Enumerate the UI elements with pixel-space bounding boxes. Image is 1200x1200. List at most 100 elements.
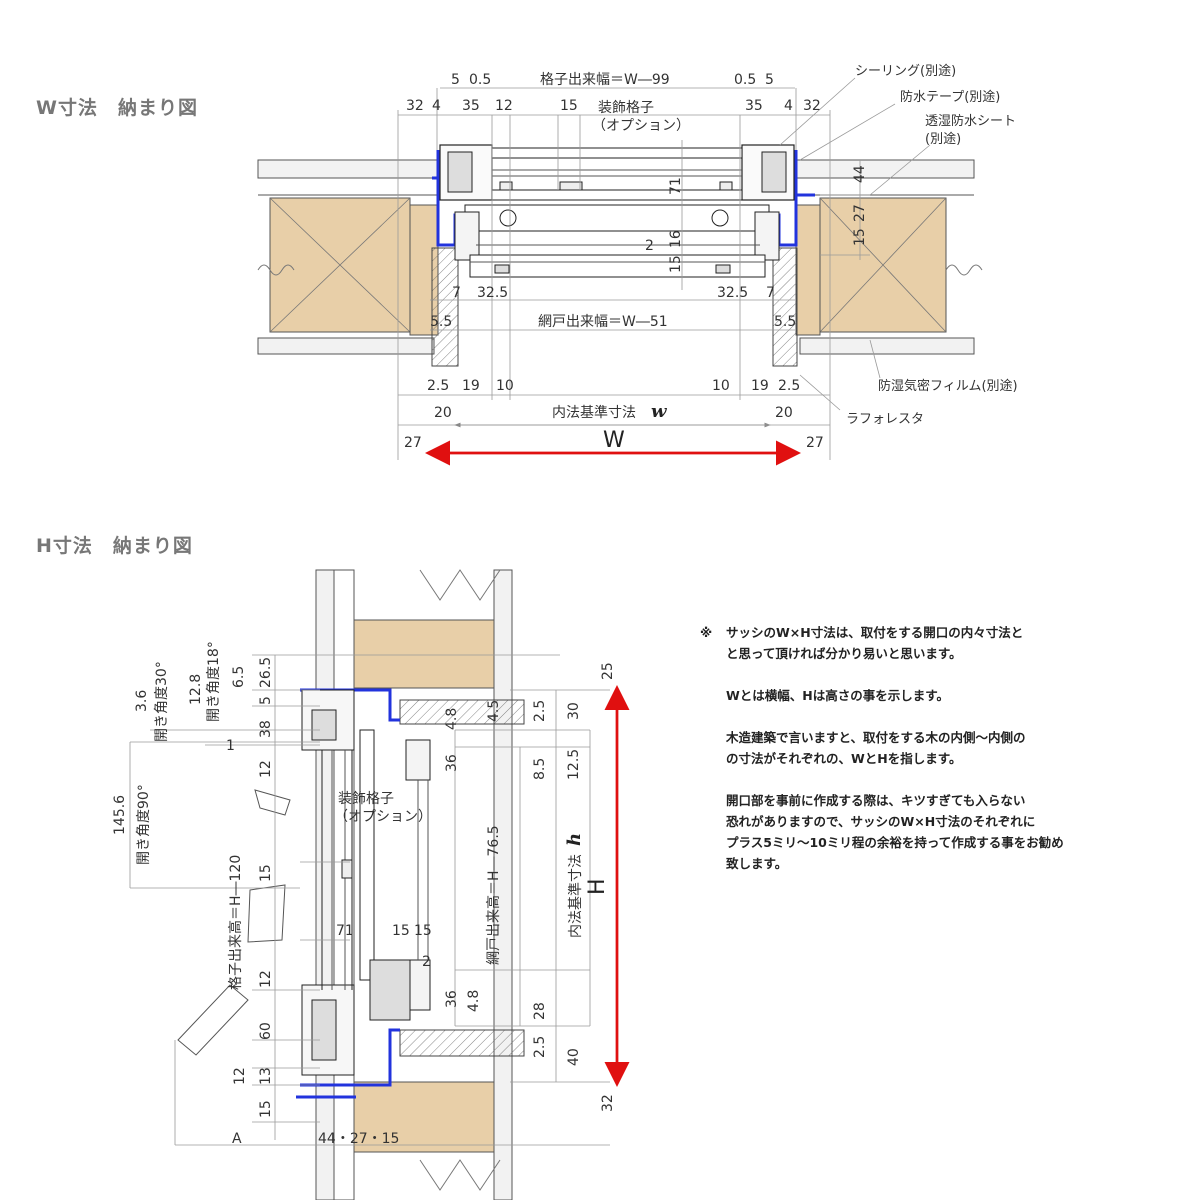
h-sash-frame: [177, 688, 431, 1099]
w-dim-bottom: 19: [751, 378, 769, 394]
w-dim-vertical: 44: [852, 165, 868, 183]
h-dim-inner: 2: [422, 954, 431, 970]
h-dim-right: 25: [600, 662, 616, 680]
note-paragraph: ※ サッシのW×H寸法は、取付をする開口の内々寸法と と思って頂ければ分かり易いと…: [700, 622, 1170, 664]
note-paragraph: Wとは横幅、Hは高さの事を示します。: [726, 685, 1170, 706]
w-dim-bottom: 27: [404, 435, 422, 451]
h-lattice-height: 格子出来高＝H―120: [227, 855, 244, 990]
w-dim-mid: 5.5: [774, 314, 796, 330]
w-siding-right: [795, 159, 975, 179]
w-inner-ref-symbol: w: [651, 401, 668, 422]
w-lattice-option: 装飾格子: [598, 100, 654, 116]
w-dim-vertical: 27: [852, 204, 868, 222]
w-dim-bottom: 20: [434, 405, 452, 421]
w-dim-bottom: 10: [496, 378, 514, 394]
h-dimension-text: 3.6 12.8 6.5 26.5 5 38 1 145.6 12 15 12 …: [112, 641, 616, 1147]
w-screen-width: 網戸出来幅＝W―51: [538, 314, 668, 330]
h-angle90-label: 開き角度90°: [136, 784, 152, 865]
w-section-structure: [257, 159, 983, 367]
h-reveal-bottom: [399, 1029, 525, 1057]
w-dim-bottom: 19: [462, 378, 480, 394]
w-dim-vertical: 15: [852, 228, 868, 246]
w-dim-vertical: 15: [668, 255, 684, 273]
w-dim-bottom: 10: [712, 378, 730, 394]
h-dim-left: 60: [258, 1022, 274, 1040]
h-dim-left: 13: [258, 1067, 274, 1085]
h-dim-left: 3.6: [134, 690, 150, 712]
h-dim-left: 5: [258, 696, 274, 705]
h-section-title: H寸法 納まり図: [36, 535, 193, 557]
w-waterproof-tape-label: 防水テープ(別途): [900, 89, 1000, 105]
w-dim-bottom: 2.5: [427, 378, 449, 394]
h-dim-left: 15: [258, 864, 274, 882]
w-dim-top: 35: [462, 98, 480, 114]
w-dim-top: 5: [765, 72, 774, 88]
w-dimension-lines: [397, 77, 931, 460]
h-a-label: A: [232, 1131, 242, 1147]
h-dim-inner: 30: [566, 702, 582, 720]
h-dim-inner: 4.5: [486, 700, 502, 722]
h-dim-left: 12: [258, 760, 274, 778]
h-reveal-top: [399, 699, 525, 725]
w-inner-ref-label: 内法基準寸法: [552, 404, 636, 421]
h-lattice-option: 装飾格子: [338, 791, 394, 807]
h-dim-inner: 2.5: [532, 1036, 548, 1058]
h-dim-inner: 71: [336, 923, 354, 939]
w-dim-mid: 7: [452, 285, 461, 301]
h-angle18-label: 開き角度18°: [206, 641, 222, 722]
w-vapor-film-label: 防湿気密フィルム(別途): [878, 378, 1018, 394]
h-dim-left: 38: [258, 720, 274, 738]
h-sill-stud: [353, 1081, 495, 1153]
w-dim-mid: 32.5: [717, 285, 748, 301]
w-dim-top: 35: [745, 98, 763, 114]
h-dim-left: 145.6: [112, 795, 128, 835]
h-dim-left: 1: [226, 738, 235, 754]
h-dim-inner: 15: [392, 923, 410, 939]
h-lattice-option-sub: （オプション）: [334, 809, 432, 825]
h-dim-inner: 8.5: [532, 758, 548, 780]
note-line: プラス5ミリ～10ミリ程の余裕を持って作成する事をお勧め: [726, 835, 1064, 850]
note-line: サッシのW×H寸法は、取付をする開口の内々寸法と: [726, 625, 1024, 640]
w-reveal-right: [772, 247, 798, 367]
w-dimension-text: 格子出来幅＝W―99 5 0.5 32 4 35 12 15 0.5 5 35 …: [404, 63, 1018, 453]
w-dim-top: 12: [495, 98, 513, 114]
w-reveal-left: [431, 247, 459, 367]
w-dim-vertical: 71: [668, 177, 684, 195]
w-lattice-option-sub: （オプション）: [592, 118, 690, 134]
w-dim-mid: 5.5: [430, 314, 452, 330]
w-dim-top: 15: [560, 98, 578, 114]
w-dim-top: 32: [803, 98, 821, 114]
h-bottom-dims: 44・27・15: [318, 1131, 399, 1147]
note-line: と思って頂ければ分かり易いと思います。: [726, 646, 962, 661]
w-lattice-width: 格子出来幅＝W―99: [540, 72, 670, 88]
note-paragraph: 開口部を事前に作成する際は、キツすぎても入らない 恐れがありますので、サッシのW…: [726, 790, 1170, 874]
h-dim-inner: 2.5: [532, 700, 548, 722]
h-dim-inner: 36: [444, 990, 460, 1008]
h-inner-ref-symbol: h: [564, 833, 585, 846]
h-dim-inner: 36: [444, 754, 460, 772]
note-line: 開口部を事前に作成する際は、キツすぎても入らない: [726, 793, 1026, 808]
note-paragraph: 木造建築で言いますと、取付をする木の内側～内側の の寸法がそれぞれの、WとHを指…: [726, 727, 1170, 769]
h-dim-left: 12: [258, 970, 274, 988]
h-dim-inner: 15: [414, 923, 432, 939]
w-dim-top: 0.5: [734, 72, 756, 88]
w-lafore-label: ラフォレスタ: [846, 412, 924, 427]
w-sash-frame: [432, 144, 815, 278]
w-dim-top: 32: [406, 98, 424, 114]
w-dim-top: 4: [432, 98, 441, 114]
w-dim-mid: 32.5: [477, 285, 508, 301]
h-dim-inner: 28: [532, 1002, 548, 1020]
h-dim-left: 12: [232, 1067, 248, 1085]
w-dim-vertical: 16: [668, 230, 684, 248]
note-line: Wとは横幅、Hは高さの事を示します。: [726, 688, 949, 703]
w-dim-vertical: 2: [645, 238, 654, 254]
h-dim-inner: 40: [566, 1048, 582, 1066]
h-dim-left: 26.5: [258, 657, 274, 688]
h-dim-left: 12.8: [188, 674, 204, 705]
w-moisture-sheet-label: 透湿防水シート: [925, 113, 1016, 129]
note-line: 木造建築で言いますと、取付をする木の内側～内側の: [726, 730, 1026, 745]
w-section-title: W寸法 納まり図: [36, 97, 198, 119]
note-mark: ※: [700, 625, 713, 640]
h-inner-ref-label: 内法基準寸法: [567, 854, 584, 938]
